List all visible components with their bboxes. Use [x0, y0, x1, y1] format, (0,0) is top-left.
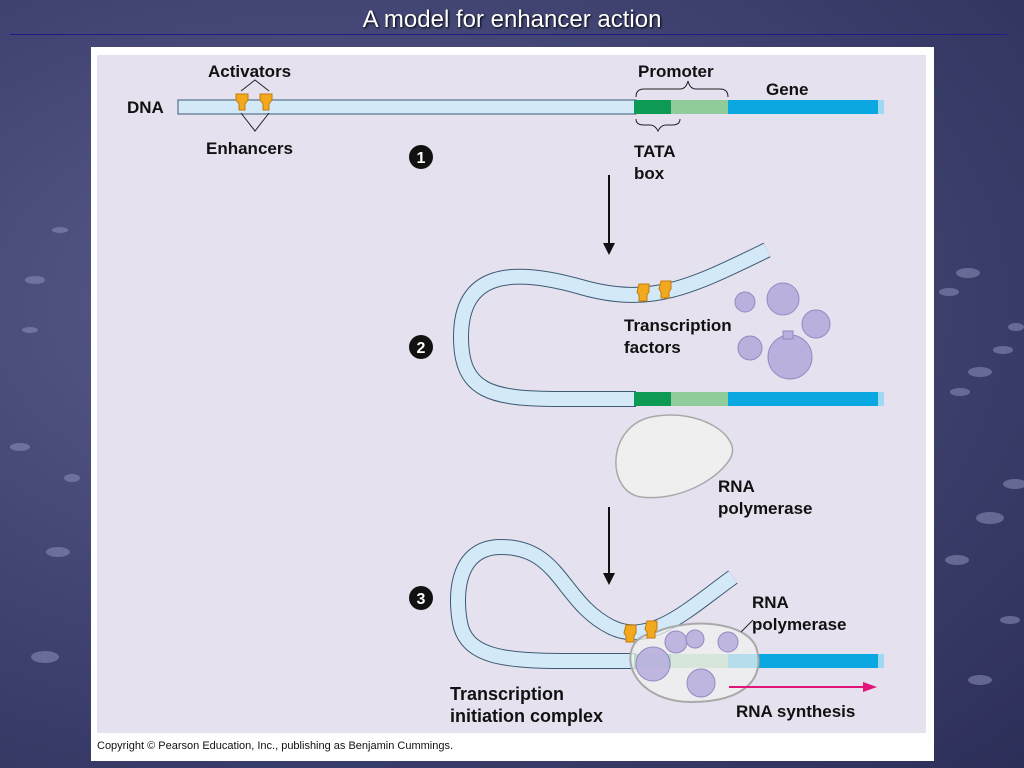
label-rnapol-2: polymerase: [718, 499, 813, 518]
dna-loop-2: [453, 243, 771, 406]
gene-segment-1: [728, 100, 878, 114]
activators-2: [636, 280, 672, 302]
tata-box-segment-2: [634, 392, 671, 406]
label-enhancers: Enhancers: [206, 139, 293, 158]
slide-title: A model for enhancer action: [362, 6, 662, 33]
initiation-complex: [623, 620, 760, 704]
label-initiation-1: Transcription: [450, 684, 564, 704]
promoter-segment-2: [671, 392, 728, 406]
tata-box-segment-1: [634, 100, 671, 114]
activators-1: [235, 93, 273, 111]
step-1-number: 1: [417, 150, 426, 167]
rna-polymerase-shape: [615, 414, 734, 499]
step-2-marker: [409, 335, 433, 359]
label-tf-2: factors: [624, 338, 681, 357]
gene-segment-3: [728, 654, 878, 668]
step-2-number: 2: [417, 340, 426, 357]
label-promoter: Promoter: [638, 62, 714, 81]
tata-bracket: [635, 118, 681, 133]
label-rna-synthesis: RNA synthesis: [736, 702, 855, 721]
step-1-marker: [409, 145, 433, 169]
label-rnapol-1: RNA: [718, 477, 755, 496]
enhancers-pointer: [240, 112, 270, 132]
label-tata-1: TATA: [634, 142, 676, 161]
label-tata-2: box: [634, 164, 665, 183]
label-rnapol2-1: RNA: [752, 593, 789, 612]
label-tf-1: Transcription: [624, 316, 732, 335]
gene-end-2: [878, 392, 884, 406]
copyright-notice: Copyright © Pearson Education, Inc., pub…: [97, 740, 454, 752]
label-gene: Gene: [766, 80, 809, 99]
gene-end-1: [878, 100, 884, 114]
promoter-bracket: [635, 80, 729, 98]
step-3-marker: [409, 586, 433, 610]
gene-end-3: [878, 654, 884, 668]
title-divider: [10, 34, 1007, 35]
rnapol-pointer-3: [740, 619, 754, 633]
label-initiation-2: initiation complex: [450, 706, 603, 726]
transcription-factors: [734, 282, 831, 380]
arrow-step-1-2-head: [603, 243, 615, 255]
figure-frame: Activators DNA Enhancers Promoter Gene T…: [91, 47, 934, 761]
label-activators: Activators: [208, 62, 291, 81]
arrow-step-2-3-head: [603, 573, 615, 585]
step-3-number: 3: [417, 591, 426, 608]
enhancer-diagram: Activators DNA Enhancers Promoter Gene T…: [97, 55, 926, 733]
activators-pointer: [240, 79, 270, 92]
label-dna: DNA: [127, 98, 164, 117]
promoter-segment-1: [671, 100, 728, 114]
rna-synthesis-arrow-head: [863, 682, 877, 692]
gene-segment-2: [728, 392, 878, 406]
label-rnapol2-2: polymerase: [752, 615, 847, 634]
